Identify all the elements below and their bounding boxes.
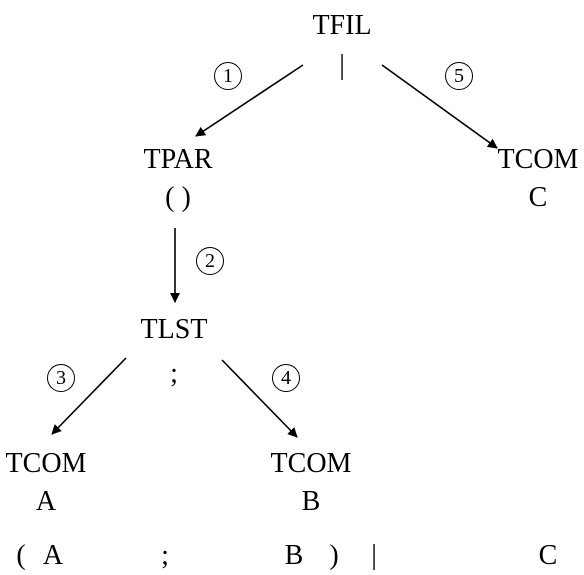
step-marker-4: 4 [272,364,300,392]
edge-tlst-tcom-b [221,359,298,438]
node-tfil-type: TFIL [312,10,372,41]
expr-token-pipe: | [371,540,377,571]
node-tcom-b-value: B [301,486,321,517]
node-tcom-c-value: C [528,182,548,213]
node-tcom-a-value: A [35,486,57,517]
node-tpar-value: ( ) [165,182,191,213]
step-marker-1: 1 [214,62,242,90]
edge-tlst-tcom-a [51,357,127,435]
expr-token-b: B [284,540,304,571]
step-marker-2: 2 [196,247,224,275]
edge-tfil-tpar [195,64,304,137]
expr-token-close-paren: ) [329,540,339,571]
expr-token-a: A [42,540,64,571]
node-tcom-b-type: TCOM [270,448,352,479]
expr-token-semicolon: ; [161,540,169,571]
step-marker-3: 3 [47,364,75,392]
node-tcom-c-type: TCOM [497,144,579,175]
node-tlst-type: TLST [140,314,208,345]
edge-tfil-tcom-c [381,64,498,149]
node-tfil-value: | [339,50,345,81]
node-tcom-a-type: TCOM [5,448,87,479]
expr-token-c: C [538,540,558,571]
node-tlst-value: ; [170,358,178,389]
node-tpar-type: TPAR [143,144,213,175]
expr-token-open-paren: ( [16,540,26,571]
step-marker-5: 5 [445,62,473,90]
